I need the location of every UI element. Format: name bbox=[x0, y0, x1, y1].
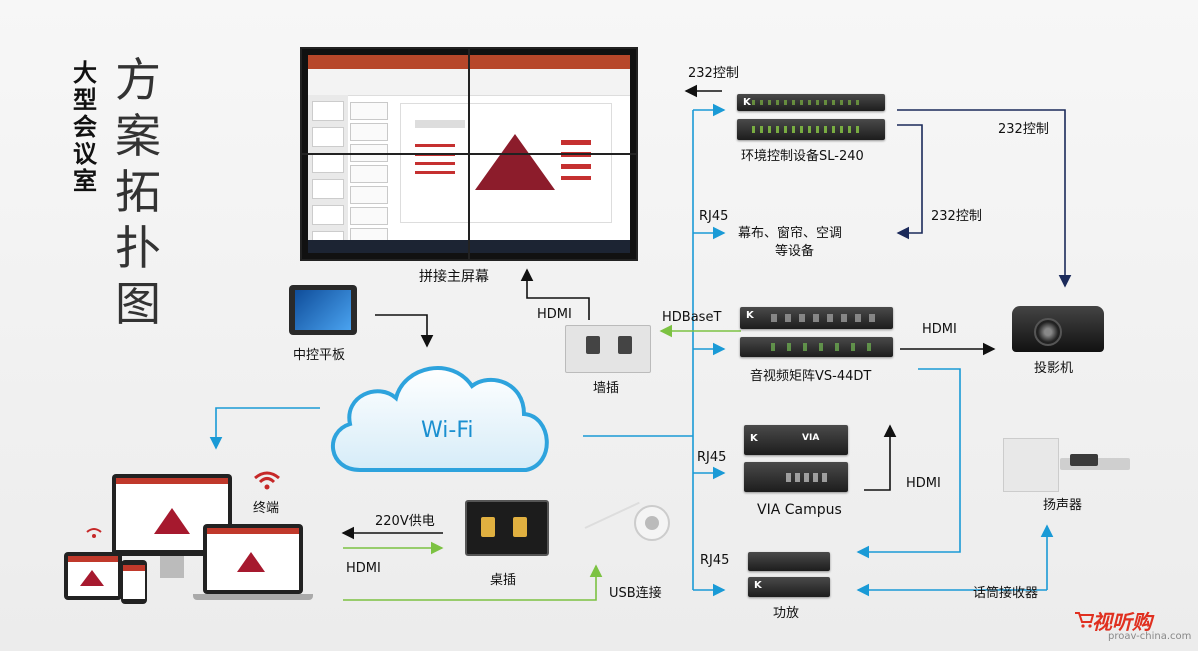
hdmi-via-label: HDMI bbox=[906, 476, 941, 491]
terminal-laptop bbox=[193, 524, 313, 600]
terminal-tablet bbox=[64, 552, 122, 600]
video-wall bbox=[300, 47, 638, 261]
env-device-bottom bbox=[737, 119, 885, 140]
terminal-monitor bbox=[112, 474, 232, 578]
wifi-label: Wi-Fi bbox=[421, 418, 474, 443]
hdmi-wall-label: HDMI bbox=[537, 307, 572, 322]
hdbaset-label: HDBaseT bbox=[662, 310, 722, 325]
desktop-icons bbox=[308, 95, 348, 251]
rj45-2-label: RJ45 bbox=[697, 450, 727, 465]
curtain-label-2: 等设备 bbox=[775, 244, 815, 259]
speaker-label: 扬声器 bbox=[1043, 498, 1083, 513]
ctrl232-mid-label: 232控制 bbox=[931, 209, 982, 224]
power-label: 220V供电 bbox=[375, 514, 435, 529]
mic-receiver-label: 话筒接收器 bbox=[973, 586, 1039, 601]
amplifier-label: 功放 bbox=[773, 606, 800, 621]
cloud-icon bbox=[331, 366, 549, 472]
via-campus-bottom bbox=[744, 462, 848, 492]
wall-socket bbox=[565, 325, 651, 373]
matrix-label: 音视频矩阵VS-44DT bbox=[750, 369, 872, 384]
desk-socket-label: 桌插 bbox=[490, 573, 517, 588]
cart-icon bbox=[1075, 612, 1094, 628]
env-device-label: 环境控制设备SL-240 bbox=[741, 149, 864, 164]
via-campus-label: VIA Campus bbox=[757, 502, 842, 518]
ctrl232-top-label: 232控制 bbox=[688, 66, 739, 81]
amplifier-bottom: K bbox=[748, 577, 830, 597]
hdmi-proj-label: HDMI bbox=[922, 322, 957, 337]
title-big: 方 案 拓 扑 图 bbox=[115, 53, 161, 331]
rj45-1-label: RJ45 bbox=[699, 209, 729, 224]
ceiling-speaker bbox=[1003, 438, 1059, 492]
title-small: 大 型 会 议 室 bbox=[73, 59, 97, 195]
clickshare-button bbox=[634, 505, 670, 541]
wifi-small-icon bbox=[86, 528, 102, 538]
projector-label: 投影机 bbox=[1034, 361, 1074, 376]
control-tablet-label: 中控平板 bbox=[293, 348, 346, 363]
splice-screen-label: 拼接主屏幕 bbox=[419, 269, 489, 285]
amplifier-top bbox=[748, 552, 830, 571]
matrix-bottom bbox=[740, 337, 893, 357]
desk-socket bbox=[465, 500, 549, 556]
wifi-icon bbox=[254, 471, 280, 490]
pyramid-graphic bbox=[475, 134, 555, 190]
slide-thumbnails bbox=[350, 99, 388, 246]
slide-canvas bbox=[400, 103, 612, 223]
control-tablet bbox=[289, 285, 357, 335]
usb-label: USB连接 bbox=[609, 586, 662, 601]
env-device-top: K bbox=[737, 94, 885, 111]
curtain-label-1: 幕布、窗帘、空调 bbox=[738, 226, 843, 241]
hdmi-desk-label: HDMI bbox=[346, 561, 381, 576]
ctrl232-right-label: 232控制 bbox=[998, 122, 1049, 137]
matrix-top: K bbox=[740, 307, 893, 329]
speaker-bar bbox=[1060, 454, 1130, 470]
brand-url: proav-china.com bbox=[1108, 631, 1192, 642]
projector bbox=[1012, 306, 1104, 352]
wall-socket-label: 墙插 bbox=[593, 381, 620, 396]
terminal-label: 终端 bbox=[253, 501, 280, 516]
terminal-phone bbox=[121, 560, 147, 604]
rj45-3-label: RJ45 bbox=[700, 553, 730, 568]
brand-logo: 视听购 bbox=[1092, 610, 1152, 634]
